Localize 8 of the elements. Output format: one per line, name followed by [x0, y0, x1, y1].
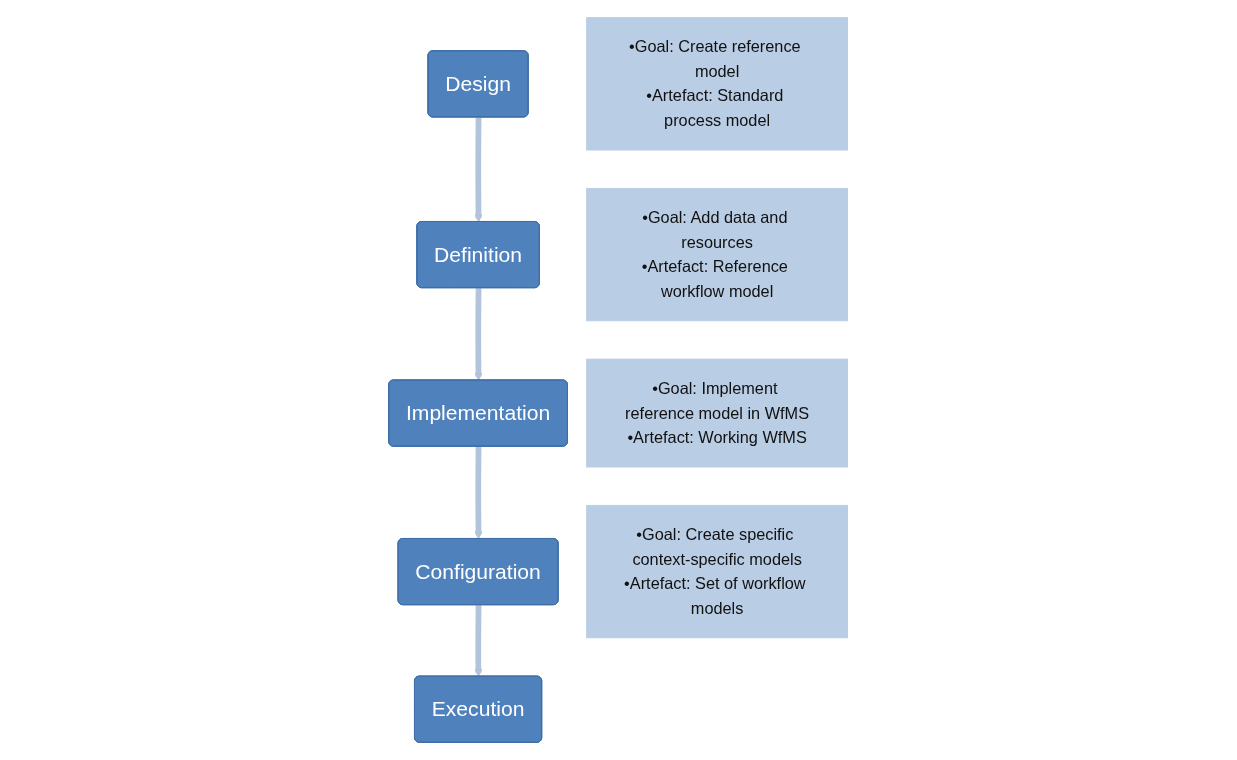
arrow: [474, 446, 484, 540]
arrow: [474, 288, 484, 381]
node-box: •Goal: Create reference model •Artefact: Standard process model: [586, 17, 849, 151]
arrow: [474, 605, 483, 677]
arrow: [474, 117, 484, 223]
node-box: •Goal: Add data and resources •Artefact: Reference workflow model: [586, 187, 849, 322]
node-box: •Goal: Create specific context-specific models •Artefact: Set of workflow models: [586, 504, 849, 639]
node-box: •Goal: Implement reference model in WfMS •Artefact: Working WfMS: [586, 358, 849, 468]
